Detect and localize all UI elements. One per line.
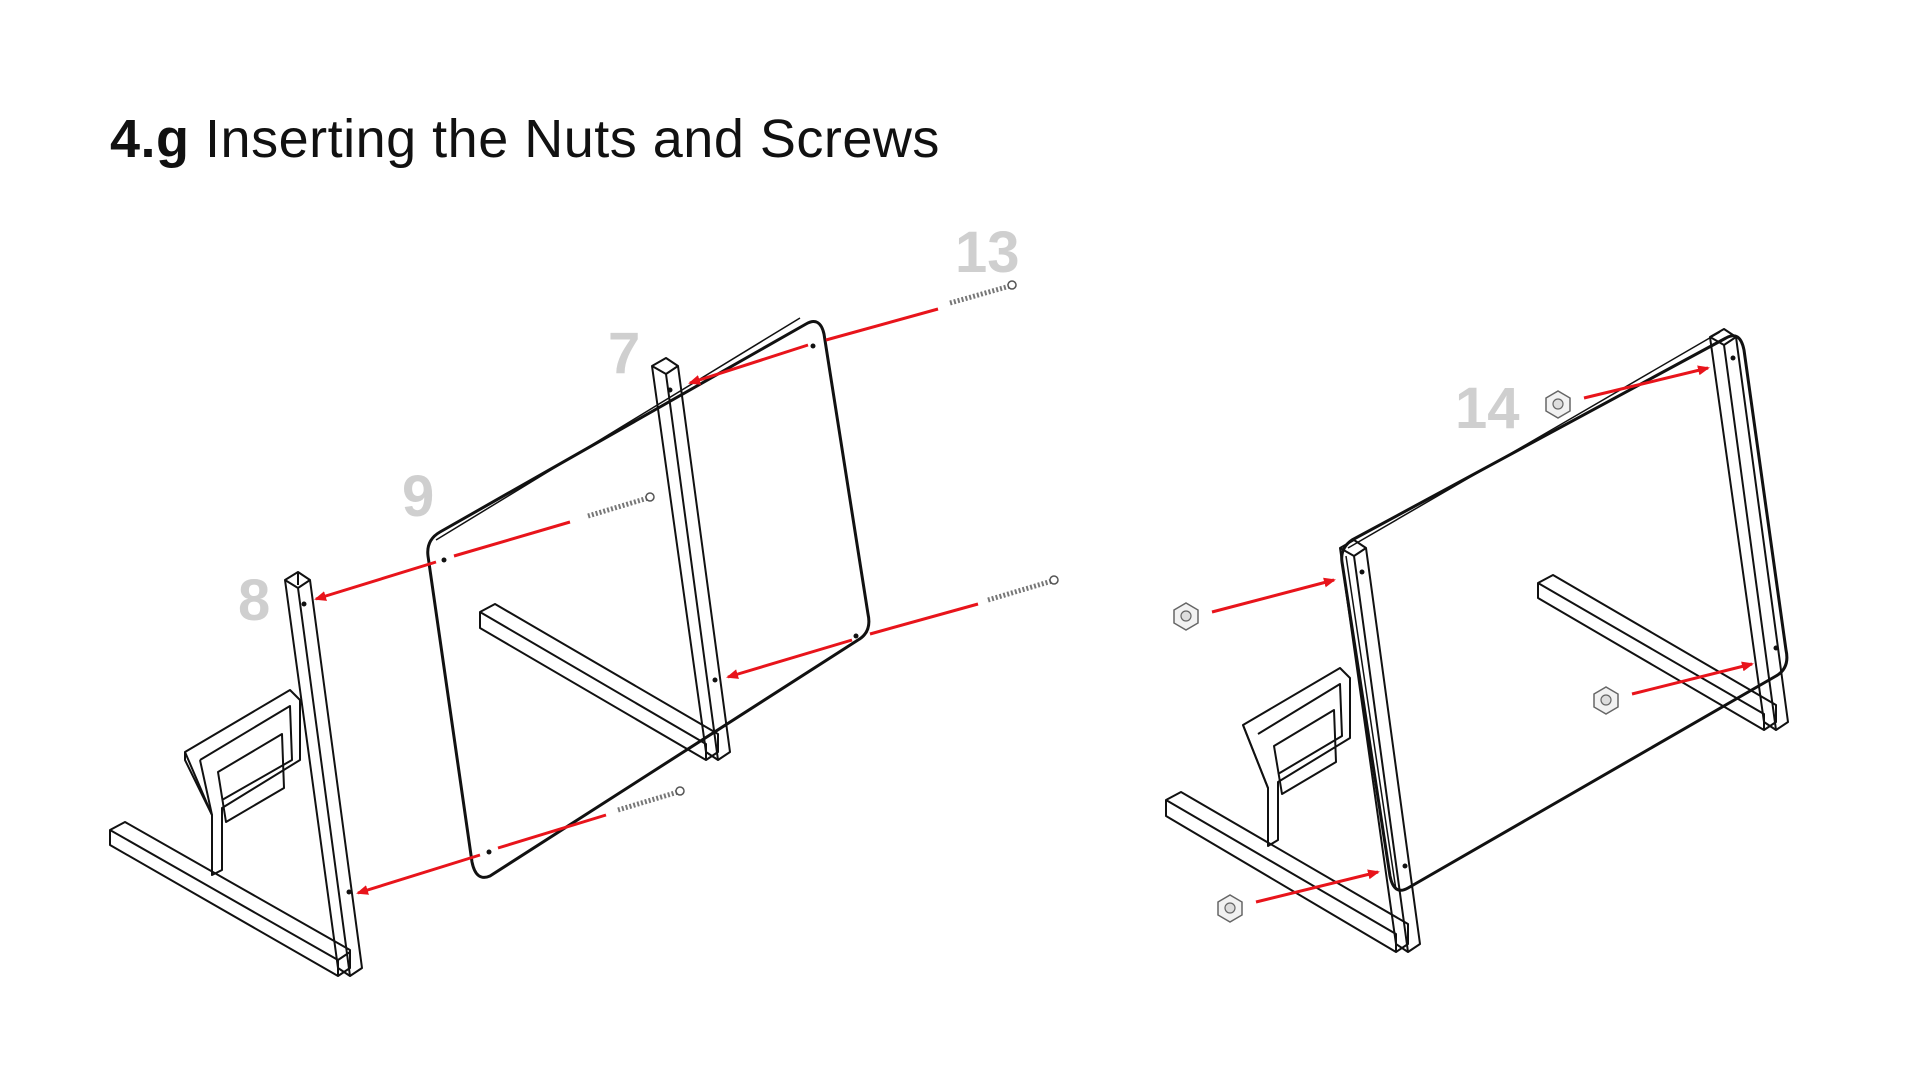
nuts-part-14: [1173, 390, 1619, 923]
hex-nut-icon: [1173, 602, 1199, 631]
part-label-13: 13: [955, 220, 1020, 285]
part-label-7: 7: [608, 321, 641, 386]
side-frame-part-7: [479, 357, 731, 761]
step-title: Inserting the Nuts and Screws: [205, 109, 940, 169]
side-frame-part-8: [109, 571, 363, 977]
part-label-14: 14: [1455, 376, 1520, 441]
assembled-back-frame: [1537, 328, 1789, 731]
insertion-arrows-left: [314, 307, 979, 895]
hex-nut-icon: [1217, 894, 1243, 923]
hex-nut-icon: [1593, 686, 1619, 715]
part-label-8: 8: [238, 568, 271, 633]
assembled-front-frame: [1165, 539, 1421, 953]
exploded-view: [109, 280, 1059, 977]
panel-part-9: [426, 317, 871, 879]
hex-nut-icon: [1545, 390, 1571, 419]
insertion-arrows-right: [1211, 365, 1754, 904]
assembled-panel: [1340, 331, 1789, 892]
screw-icon: [617, 786, 685, 813]
screw-icon: [949, 280, 1017, 306]
part-label-9: 9: [402, 464, 435, 529]
screw-icon: [587, 492, 655, 519]
page-title: 4.g Inserting the Nuts and Screws: [110, 108, 940, 170]
step-number: 4.g: [110, 109, 190, 169]
screw-icon: [987, 575, 1059, 603]
screws-part-13: [587, 280, 1059, 813]
assembled-view: [1165, 328, 1789, 953]
